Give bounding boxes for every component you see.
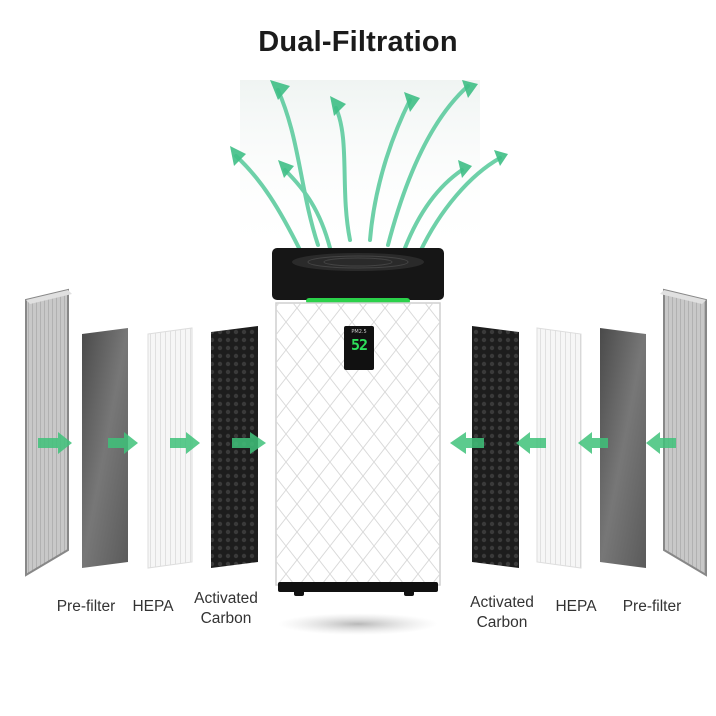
airflow-arrow-icon [368, 98, 412, 242]
airflow-arrow-icon [234, 154, 302, 252]
airflow-arrow-icon [418, 156, 502, 254]
airflow-arrow-icon [283, 168, 332, 250]
label-left-prefilter: Pre-filter [56, 598, 116, 615]
airflow-arrowheads [230, 80, 508, 178]
purifier-foot [294, 590, 304, 596]
arrow-left-icon [450, 432, 484, 454]
arrowhead-icon [404, 92, 420, 112]
airflow-arrows [234, 84, 502, 254]
arrowhead-icon [278, 160, 294, 178]
arrowhead-icon [230, 146, 246, 166]
arrow-right-icon [108, 432, 138, 454]
arrowhead-icon [330, 96, 346, 116]
label-right-prefilter: Pre-filter [622, 598, 682, 615]
airflow-arrow-icon [334, 106, 352, 242]
purifier-shadow [278, 613, 438, 635]
air-purifier [272, 248, 444, 635]
right-prefilter-top-edge [660, 290, 706, 304]
right-hepa-filter [536, 327, 582, 569]
right-filter-stack [472, 288, 707, 577]
pm-display-value: 52 [350, 336, 368, 354]
pm-display-label: PM2.5 [351, 329, 367, 335]
label-right-carbon-line2: Carbon [476, 614, 528, 631]
label-left-carbon-line1: Activated [194, 590, 258, 607]
airflow-arrow-icon [276, 88, 320, 247]
filtration-flow-arrows [38, 432, 676, 454]
arrow-left-icon [516, 432, 546, 454]
label-right-hepa: HEPA [555, 598, 597, 615]
arrow-right-icon [170, 432, 200, 454]
label-left-hepa: HEPA [132, 598, 174, 615]
arrowhead-icon [462, 80, 478, 98]
right-fine-filter [600, 328, 646, 568]
airflow-arrow-icon [403, 168, 464, 250]
right-prefilter [663, 288, 707, 577]
arrow-right-icon [38, 432, 72, 454]
label-left-carbon: Activated Carbon [186, 589, 266, 629]
arrowhead-icon [458, 160, 472, 178]
purifier-foot [404, 590, 414, 596]
airflow-haze [240, 80, 480, 260]
purifier-base [278, 582, 438, 592]
left-prefilter-top-edge [26, 290, 72, 304]
arrowhead-icon [494, 150, 508, 166]
label-right-carbon-line1: Activated [470, 594, 534, 611]
arrow-right-icon [232, 432, 266, 454]
page-title: Dual-Filtration [258, 26, 458, 58]
arrow-left-icon [578, 432, 608, 454]
left-filter-stack [25, 288, 258, 577]
right-carbon-filter [472, 326, 519, 568]
label-right-carbon: Activated Carbon [462, 593, 542, 633]
label-left-carbon-line2: Carbon [200, 610, 252, 627]
arrowhead-icon [270, 80, 290, 100]
pm-display: PM2.5 52 [344, 326, 374, 370]
airflow-arrow-icon [386, 84, 470, 247]
left-fine-filter [82, 328, 128, 568]
left-prefilter [25, 288, 69, 577]
arrow-left-icon [646, 432, 676, 454]
